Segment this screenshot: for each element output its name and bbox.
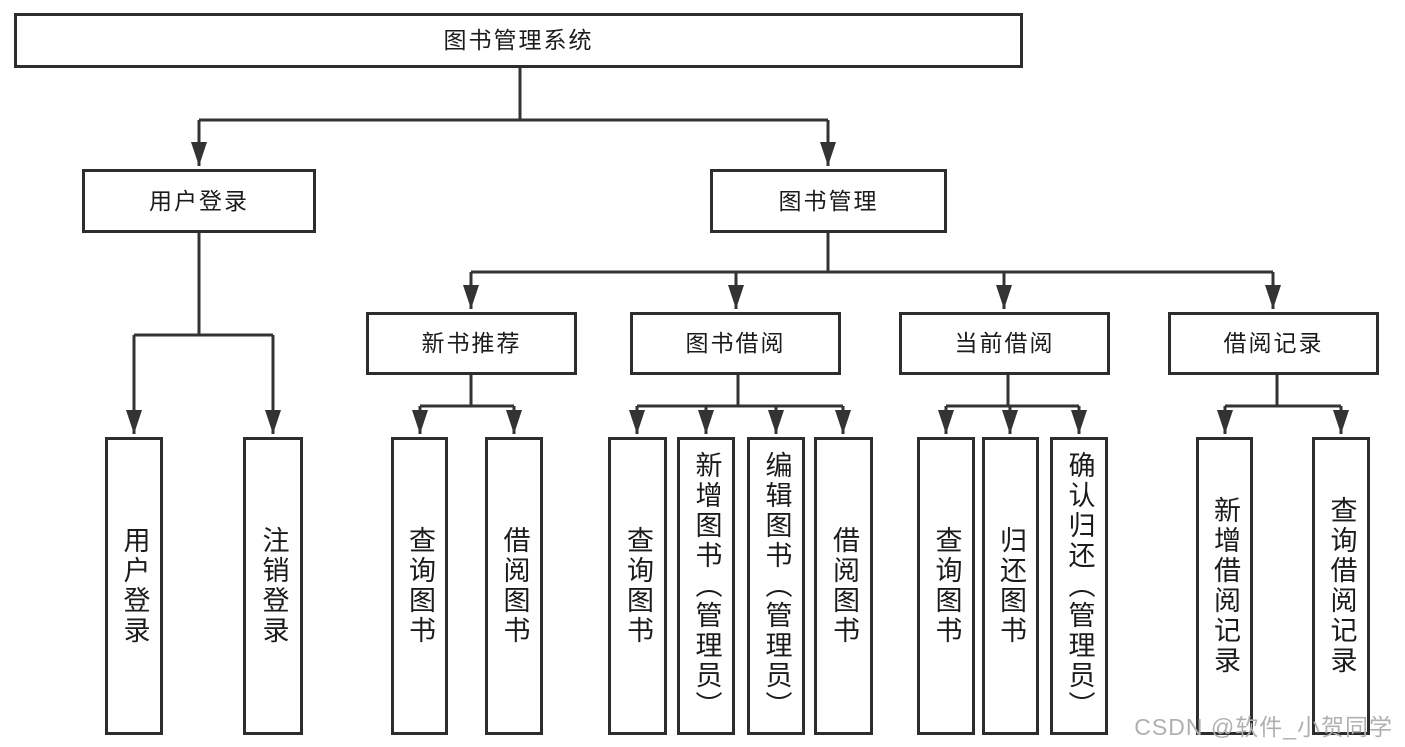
node-user-login: 用户登录 (82, 169, 316, 233)
node-book-management: 图书管理 (710, 169, 947, 233)
node-borrow-records: 借阅记录 (1168, 312, 1379, 375)
node-root-library-system: 图书管理系统 (14, 13, 1023, 68)
node-current-borrow: 当前借阅 (899, 312, 1110, 375)
leaf-borrow-books: 借阅图书 (814, 437, 873, 735)
leaf-add-borrow-record: 新增借阅记录 (1196, 437, 1253, 735)
leaf-logout: 注销登录 (243, 437, 303, 735)
node-book-borrow: 图书借阅 (630, 312, 841, 375)
leaf-query-borrow-record: 查询借阅记录 (1312, 437, 1370, 735)
node-new-book-recommend: 新书推荐 (366, 312, 577, 375)
leaf-confirm-return-admin: 确认归还（管理员） (1050, 437, 1108, 735)
leaf-return-books: 归还图书 (982, 437, 1039, 735)
leaf-query-books-borrow: 查询图书 (608, 437, 667, 735)
leaf-query-books-current: 查询图书 (917, 437, 975, 735)
csdn-watermark: CSDN @软件_小贺同学 (1134, 714, 1393, 740)
leaf-borrow-books-recommend: 借阅图书 (485, 437, 543, 735)
leaf-user-login: 用户登录 (105, 437, 163, 735)
leaf-edit-books-admin: 编辑图书（管理员） (747, 437, 805, 735)
leaf-add-books-admin: 新增图书（管理员） (677, 437, 735, 735)
leaf-query-books-recommend: 查询图书 (391, 437, 448, 735)
